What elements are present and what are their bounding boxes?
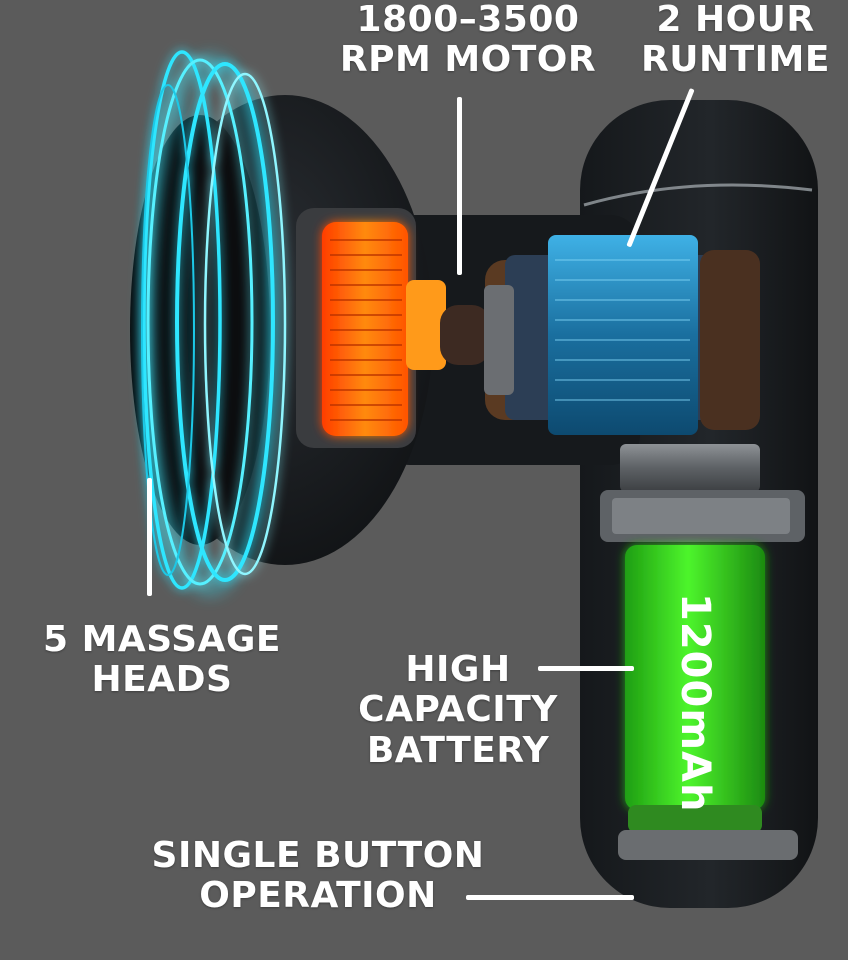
vibration-waves-icon [141,50,287,594]
copper-coil-icon [484,235,760,435]
runtime-label: 2 HOUR RUNTIME [628,0,843,81]
battery-capacity-label: 1200mAh [672,593,718,813]
battery-label-line3: BATTERY [366,729,550,771]
motor-label-line2: RPM MOTOR [339,39,597,81]
heads-leader-line [147,478,152,596]
button-label: SINGLE BUTTON OPERATION [128,835,508,917]
battery-label: HIGH CAPACITY BATTERY [338,649,578,771]
heads-label-line1: 5 MASSAGE [42,619,281,660]
motor-gear-icon [296,208,490,448]
motor-leader-line [457,97,462,275]
battery-label-line2: CAPACITY [358,689,558,731]
button-label-line1: SINGLE BUTTON [151,835,485,876]
button-label-line2: OPERATION [199,875,437,917]
battery-leader-line [538,666,634,671]
battery-label-line1: HIGH [405,649,511,690]
battery-cell-icon [600,444,805,860]
heads-label: 5 MASSAGE HEADS [22,619,302,701]
heads-label-line2: HEADS [91,659,233,701]
motor-label-line1: 1800–3500 [356,0,580,40]
button-leader-line [466,895,634,900]
runtime-label-line2: RUNTIME [641,39,830,81]
motor-label: 1800–3500 RPM MOTOR [318,0,618,81]
runtime-label-line1: 2 HOUR [656,0,815,40]
